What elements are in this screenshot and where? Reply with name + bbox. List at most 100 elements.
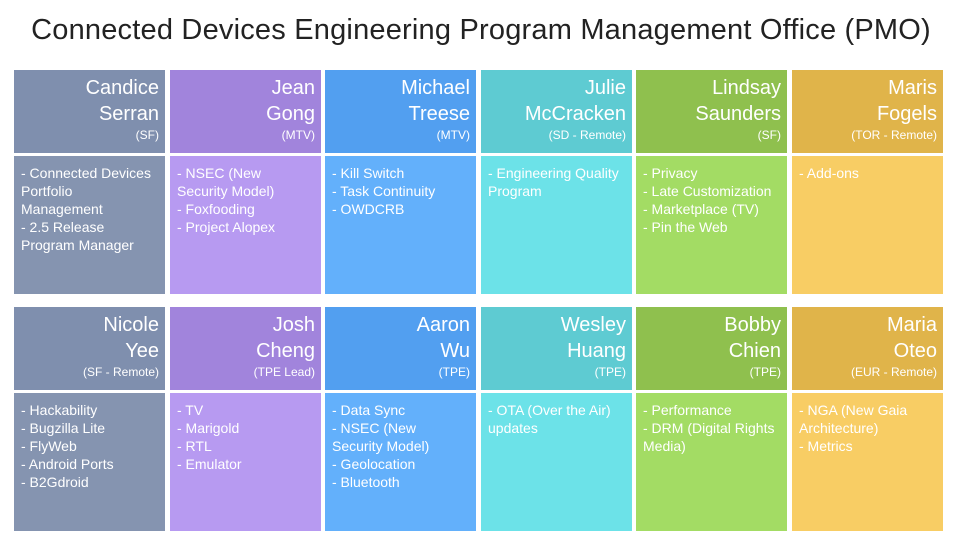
person-location: (SD - Remote) <box>548 128 626 142</box>
responsibility-item: - 2.5 Release <box>21 219 105 235</box>
responsibility-item: - Geolocation <box>332 456 416 472</box>
person-location: (TPE Lead) <box>253 365 315 379</box>
person-last-name: Serran <box>98 103 159 125</box>
person-last-name: Fogels <box>876 103 937 125</box>
person-first-name: Michael <box>401 77 470 99</box>
person-location: (MTV) <box>281 128 315 142</box>
person-first-name: Candice <box>85 77 159 99</box>
responsibility-item: - Late Customization <box>643 183 772 199</box>
person-first-name: Bobby <box>724 314 781 336</box>
person-card-header: Maris Fogels (TOR - Remote) <box>792 70 943 153</box>
responsibility-item: - Marigold <box>177 420 240 436</box>
responsibility-item: - Marketplace (TV) <box>643 201 759 217</box>
responsibility-item: - Data Sync <box>332 402 406 418</box>
page-title: Connected Devices Engineering Program Ma… <box>31 14 931 46</box>
responsibility-item: - DRM (Digital Rights <box>643 420 775 436</box>
person-first-name: Aaron <box>416 314 470 336</box>
responsibility-item: - NSEC (New <box>177 165 262 181</box>
responsibility-item: Portfolio <box>21 183 73 199</box>
person-location: (SF - Remote) <box>82 365 159 379</box>
person-first-name: Lindsay <box>712 77 781 99</box>
responsibility-item: - Hackability <box>21 402 98 418</box>
responsibility-item: - Project Alopex <box>177 219 276 235</box>
responsibility-item: Media) <box>643 438 686 454</box>
person-last-name: Chien <box>728 340 781 362</box>
person-card-body: - Add-ons <box>792 156 943 294</box>
responsibility-item: - Performance <box>643 402 732 418</box>
responsibility-item: Architecture) <box>799 420 879 436</box>
responsibility-item: - TV <box>177 402 204 418</box>
person-location: (TPE) <box>594 365 626 379</box>
responsibility-item: Program Manager <box>21 237 134 253</box>
person-card-header: Lindsay Saunders (SF) <box>636 70 787 153</box>
person-last-name: Gong <box>266 103 315 125</box>
person-card-header: Maria Oteo (EUR - Remote) <box>792 307 943 390</box>
responsibility-item: Program <box>488 183 542 199</box>
responsibility-item: - NGA (New Gaia <box>799 402 908 418</box>
responsibility-item: - B2Gdroid <box>21 474 89 490</box>
person-card-header: Aaron Wu (TPE) <box>325 307 476 390</box>
person-card-body: - Hackability - Bugzilla Lite - FlyWeb - An… <box>14 393 165 531</box>
responsibility-item: - Engineering Quality <box>488 165 619 181</box>
responsibility-item: - Android Ports <box>21 456 114 472</box>
responsibility-item: - Emulator <box>177 456 242 472</box>
person-location: (MTV) <box>436 128 470 142</box>
person-last-name: Huang <box>567 340 626 362</box>
responsibility-item: - Kill Switch <box>332 165 405 181</box>
responsibility-item: - OTA (Over the Air) <box>488 402 611 418</box>
person-card-header: Julie McCracken (SD - Remote) <box>481 70 632 153</box>
responsibility-item: - Bugzilla Lite <box>21 420 106 436</box>
person-card-header: Josh Cheng (TPE Lead) <box>170 307 321 390</box>
responsibility-item: - OWDCRB <box>332 201 405 217</box>
person-card-header: Jean Gong (MTV) <box>170 70 321 153</box>
person-last-name: Oteo <box>893 340 937 362</box>
responsibility-item: - RTL <box>177 438 212 454</box>
person-card-header: Michael Treese (MTV) <box>325 70 476 153</box>
person-first-name: Nicole <box>103 314 159 336</box>
person-last-name: Treese <box>408 103 470 125</box>
responsibility-item: Security Model) <box>332 438 430 454</box>
person-last-name: McCracken <box>524 103 626 125</box>
person-card-header: Nicole Yee (SF - Remote) <box>14 307 165 390</box>
responsibility-item: - Metrics <box>799 438 853 454</box>
responsibility-item: - FlyWeb <box>21 438 77 454</box>
responsibility-item: - Add-ons <box>799 165 859 181</box>
person-card-body: - Privacy - Late Customization - Marketpla… <box>636 156 787 294</box>
responsibility-item: - Pin the Web <box>643 219 728 235</box>
person-location: (SF) <box>757 128 781 142</box>
person-first-name: Maria <box>886 314 937 336</box>
person-last-name: Yee <box>125 340 159 362</box>
person-card-header: Candice Serran (SF) <box>14 70 165 153</box>
person-location: (EUR - Remote) <box>850 365 937 379</box>
responsibility-item: Security Model) <box>177 183 275 199</box>
responsibility-item: - Task Continuity <box>332 183 436 199</box>
person-last-name: Saunders <box>695 103 781 125</box>
person-last-name: Wu <box>440 340 470 362</box>
person-location: (TPE) <box>749 365 781 379</box>
person-location: (TPE) <box>438 365 470 379</box>
responsibility-item: Management <box>21 201 103 217</box>
person-card-body: - Kill Switch - Task Continuity - OWDCRB <box>325 156 476 294</box>
person-first-name: Julie <box>584 77 626 99</box>
person-first-name: Wesley <box>560 314 626 336</box>
person-first-name: Jean <box>271 77 315 99</box>
person-first-name: Maris <box>888 77 937 99</box>
person-last-name: Cheng <box>256 340 315 362</box>
responsibility-item: - Privacy <box>643 165 698 181</box>
person-card-body: - OTA (Over the Air) updates <box>481 393 632 531</box>
responsibility-item: - Connected Devices <box>21 165 151 181</box>
person-card-body: - TV - Marigold - RTL - Emulator <box>170 393 321 531</box>
person-card-header: Bobby Chien (TPE) <box>636 307 787 390</box>
responsibility-item: - NSEC (New <box>332 420 417 436</box>
responsibility-item: updates <box>488 420 538 436</box>
person-card-header: Wesley Huang (TPE) <box>481 307 632 390</box>
responsibility-item: - Foxfooding <box>177 201 255 217</box>
person-location: (SF) <box>135 128 159 142</box>
person-first-name: Josh <box>272 314 315 336</box>
